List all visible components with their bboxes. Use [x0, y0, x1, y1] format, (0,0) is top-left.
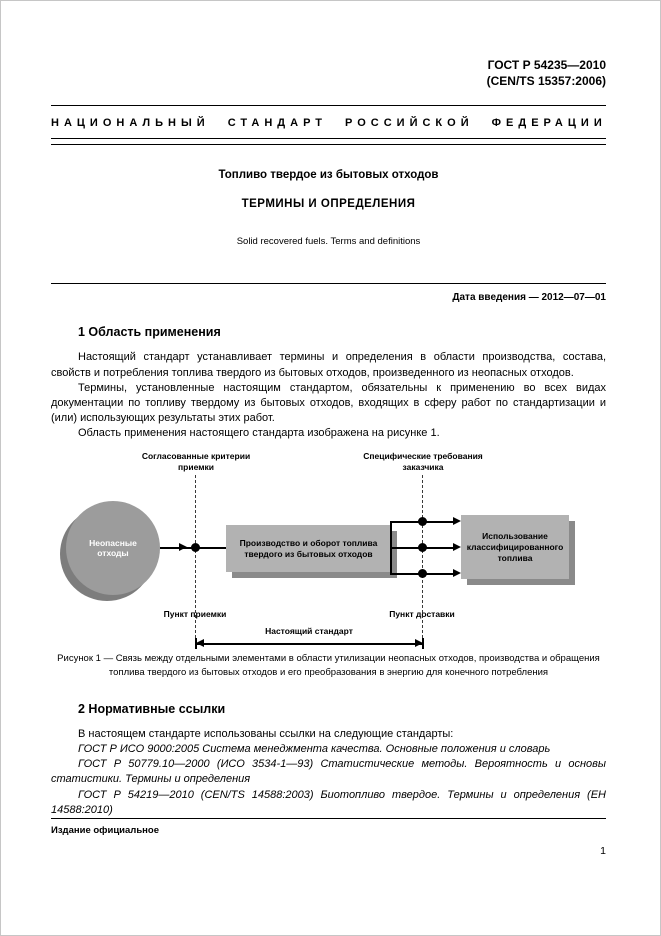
document-title-english: Solid recovered fuels. Terms and definit… — [236, 236, 421, 248]
introduction-date: Дата введения — 2012—07—01 — [452, 292, 606, 304]
document-header: ГОСТ Р 54235—2010 (CEN/TS 15357:2006) — [51, 57, 606, 89]
banner-rule-2 — [51, 144, 606, 146]
section-1-heading: 1 Область применения — [78, 325, 221, 340]
section-1-paragraph-1: Настоящий стандарт устанавливает термины… — [51, 351, 606, 379]
delivery-dashed-line — [422, 475, 423, 644]
scope-tick-right — [422, 638, 424, 650]
scope-tick-left — [195, 638, 197, 650]
section-2-paragraph-1: В настоящем стандарте использованы ссылк… — [78, 727, 454, 740]
standard-banner: НАЦИОНАЛЬНЫЙ СТАНДАРТ РОССИЙСКОЙ ФЕДЕРАЦ… — [51, 105, 606, 138]
production-box: Производство и оборот топлива твердого и… — [226, 525, 391, 573]
acceptance-point-dot — [191, 543, 200, 553]
page-footer: Издание официальное 1 — [51, 818, 606, 857]
delivery-point-dot-mid — [418, 543, 427, 553]
figure-1-caption: Рисунок 1 — Связь между отдельными элеме… — [57, 653, 600, 679]
standard-scope-arrow — [196, 643, 423, 645]
standard-scope-label: Настоящий стандарт — [265, 626, 353, 637]
page-number: 1 — [600, 845, 606, 857]
scope-arrowhead-right-icon — [415, 639, 423, 648]
agreed-criteria-label: Согласованные критерии приемки — [141, 451, 251, 473]
banner-rule-1 — [51, 138, 606, 140]
acceptance-dashed-line — [195, 475, 196, 644]
flow-connector-line — [390, 521, 392, 576]
reference-2: ГОСТ Р 50779.10—2000 (ИСО 3534-1—93) Ста… — [51, 758, 606, 786]
footer-rule — [51, 818, 606, 819]
document-subject: Топливо твердое из бытовых отходов — [218, 169, 439, 182]
delivery-point-dot-top — [418, 517, 427, 527]
nonhazardous-waste-circle: Неопасные отходы — [66, 501, 160, 596]
section-1-paragraph-2: Термины, установленные настоящим стандар… — [51, 381, 606, 425]
customer-requirements-label: Специфические требования заказчика — [363, 451, 483, 473]
date-rule — [51, 283, 606, 285]
section-1-paragraph-3: Область применения настоящего стандарта … — [78, 427, 440, 440]
document-title: ТЕРМИНЫ И ОПРЕДЕЛЕНИЯ — [241, 198, 416, 211]
usage-box: Использование классифицированного топлив… — [461, 515, 569, 580]
delivery-point-dot-bottom — [418, 569, 427, 579]
reference-3: ГОСТ Р 54219—2010 (CEN/TS 14588:2003) Би… — [51, 788, 606, 816]
section-2-heading: 2 Нормативные ссылки — [78, 701, 226, 716]
delivery-arrowhead-mid-icon — [453, 543, 461, 552]
doc-number-secondary: (CEN/TS 15357:2006) — [486, 74, 606, 89]
waste-flow-arrowhead-icon — [179, 543, 187, 552]
doc-number: ГОСТ Р 54235—2010 — [487, 58, 606, 72]
delivery-arrowhead-top-icon — [453, 517, 461, 526]
delivery-arrowhead-bottom-icon — [453, 569, 461, 578]
delivery-point-label: Пункт доставки — [389, 609, 455, 620]
official-edition-label: Издание официальное — [51, 825, 159, 836]
scope-arrowhead-left-icon — [196, 639, 204, 648]
acceptance-point-label: Пункт приемки — [163, 609, 227, 620]
figure-1-diagram: Согласованные критерии приемки Специфиче… — [51, 451, 606, 650]
reference-1: ГОСТ Р ИСО 9000:2005 Система менеджмента… — [78, 743, 551, 756]
